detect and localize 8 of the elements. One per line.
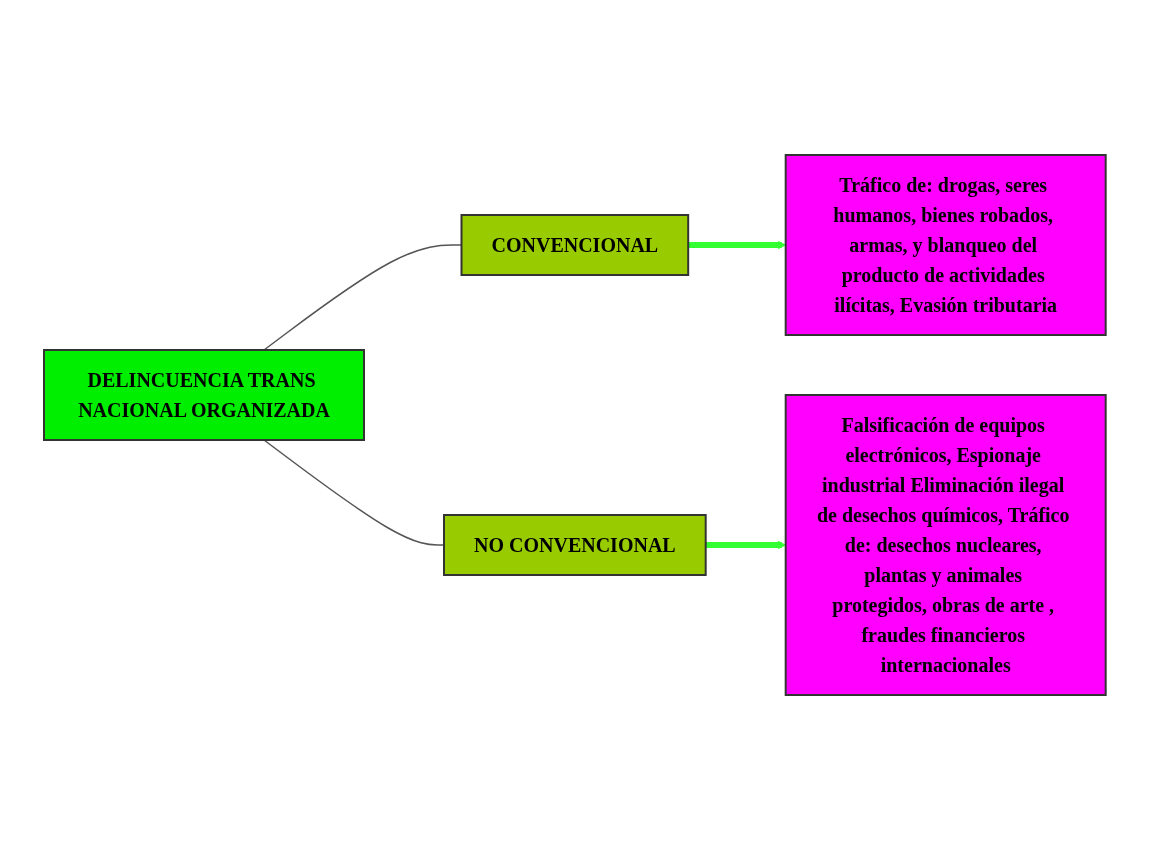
node-box: Tráfico de: drogas, seres humanos, bienes robados, armas, y blanqueo del producto de actividades ilícitas, Evasión tributaria xyxy=(784,153,1107,336)
arrow xyxy=(687,240,786,249)
arrow xyxy=(705,540,786,549)
node-box: CONVENCIONAL xyxy=(460,213,689,276)
node-box: NO CONVENCIONAL xyxy=(442,513,707,576)
node-box: Falsificación de equipos electrónicos, Espionaje industrial Eliminación ilegal de desechos químicos, Tráfico de: desechos nucleares, plantas y animales protegidos, obras de arte , fraudes financieros internacionales xyxy=(784,393,1107,696)
node-box: DELINCUENCIA TRANS NACIONAL ORGANIZADA xyxy=(42,348,365,441)
connector xyxy=(262,243,462,351)
